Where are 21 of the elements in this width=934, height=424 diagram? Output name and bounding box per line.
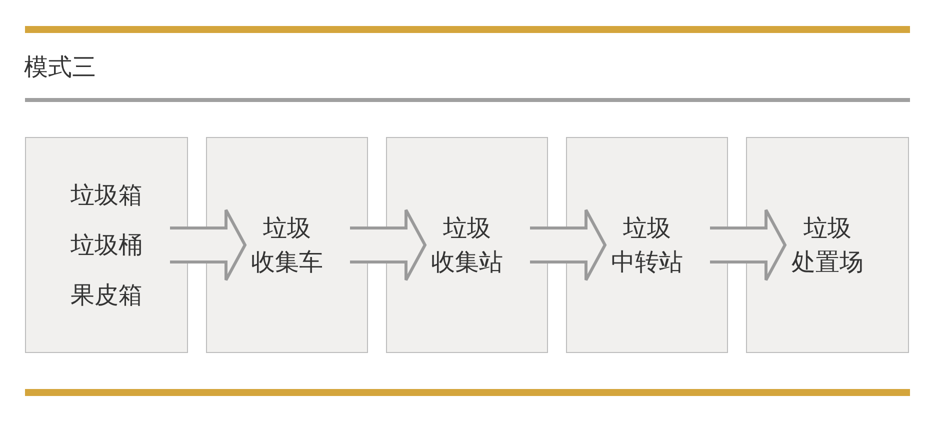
box-label: 垃圾 <box>443 213 491 243</box>
block-arrow <box>708 208 787 282</box>
block-arrow <box>168 208 247 282</box>
process-box <box>386 137 548 353</box>
process-box <box>25 137 188 353</box>
process-box <box>746 137 909 353</box>
box-label: 中转站 <box>611 247 683 277</box>
box-label: 收集车 <box>251 247 323 277</box>
box-label: 垃圾箱 <box>70 180 142 210</box>
box-label: 处置场 <box>792 247 864 277</box>
block-arrow <box>348 208 427 282</box>
box-label: 收集站 <box>431 247 503 277</box>
box-label: 垃圾 <box>804 213 852 243</box>
box-label: 垃圾桶 <box>70 230 142 260</box>
diagram-title: 模式三 <box>24 52 96 82</box>
process-box <box>206 137 368 353</box>
process-box <box>566 137 728 353</box>
box-label: 垃圾 <box>623 213 671 243</box>
box-label: 垃圾 <box>263 213 311 243</box>
box-label: 果皮箱 <box>70 280 142 310</box>
block-arrow <box>528 208 607 282</box>
